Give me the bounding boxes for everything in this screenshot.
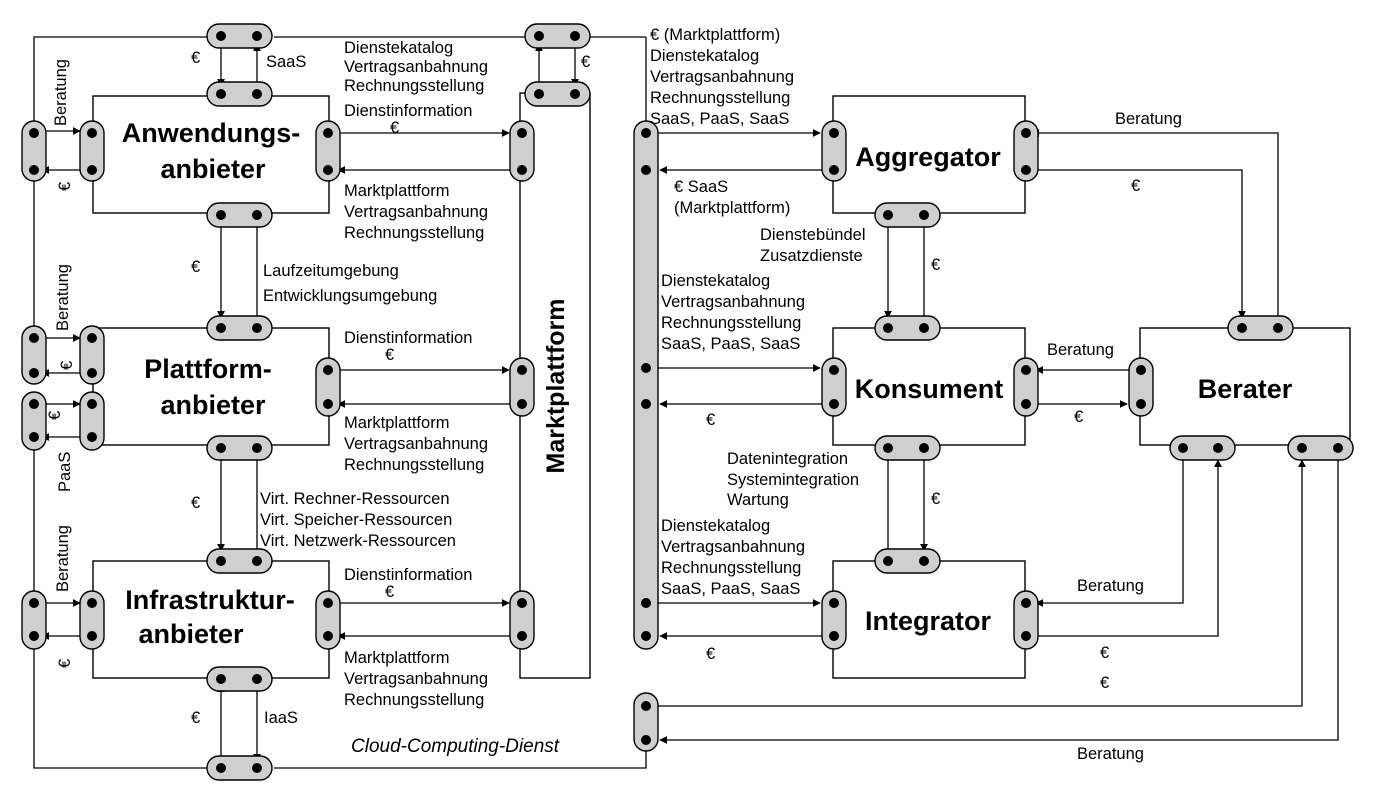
ports [21, 23, 1354, 781]
infrastrukturanbieter-title-2: anbieter [138, 619, 244, 649]
anwendungsanbieter-title-2: anbieter [160, 154, 266, 184]
saas-paas-saas-label: SaaS, PaaS, SaaS [650, 110, 789, 128]
beratung-label: Beratung [1077, 745, 1144, 763]
vertragsanbahnung-label: Vertragsanbahnung [661, 538, 805, 556]
plattformanbieter-box [92, 327, 330, 446]
connections [40, 43, 1339, 762]
vertragsanbahnung-label: Vertragsanbahnung [650, 68, 794, 86]
euro-label: € [1131, 177, 1140, 195]
euro-label: € [706, 411, 715, 429]
euro-label: € [931, 490, 940, 508]
dienstekatalog-label: Dienstekatalog [661, 517, 770, 535]
euro-label: € [46, 411, 64, 420]
integrator-title: Integrator [865, 606, 992, 636]
beratung-label: Beratung [1115, 110, 1182, 128]
laufzeitumgebung-label: Laufzeitumgebung [263, 262, 399, 280]
euro-label: € [581, 53, 590, 71]
euro-label: € [390, 119, 399, 137]
dienstebuendel-label: Dienstebündel [760, 226, 866, 244]
euro-label: € [706, 645, 715, 663]
vertragsanbahnung-label: Vertragsanbahnung [344, 670, 488, 688]
euro-label: € [191, 49, 200, 67]
dienstinformation-label: Dienstinformation [344, 329, 472, 347]
integrator-box [832, 560, 1026, 679]
euro-label: € [385, 583, 394, 601]
euro-label: € [1074, 408, 1083, 426]
beratung-label: Beratung [1047, 341, 1114, 359]
plattformanbieter-title-2: anbieter [160, 390, 266, 420]
euro-label: € [1100, 674, 1109, 692]
euro-label: € [191, 709, 200, 727]
euro-label: € [191, 494, 200, 512]
euro-label: € [385, 346, 394, 364]
virt-speicher-label: Virt. Speicher-Ressourcen [260, 511, 452, 529]
beratung-label: Beratung [54, 525, 72, 592]
saas-paas-saas-label: SaaS, PaaS, SaaS [661, 580, 800, 598]
virt-rechner-label: Virt. Rechner-Ressourcen [260, 490, 450, 508]
wartung-label: Wartung [727, 491, 789, 509]
rechnungsstellung-label: Rechnungsstellung [650, 89, 790, 107]
vertragsanbahnung-label: Vertragsanbahnung [661, 293, 805, 311]
marktplattform-label: Marktplattform [344, 649, 449, 667]
euro-marktplattform-label: € (Marktplattform) [650, 26, 780, 44]
zusatzdienste-label: Zusatzdienste [760, 247, 863, 265]
beratung-label: Beratung [52, 59, 70, 126]
virt-netzwerk-label: Virt. Netzwerk-Ressourcen [260, 532, 456, 550]
saas-paas-saas-label: SaaS, PaaS, SaaS [661, 335, 800, 353]
cloud-computing-dienst-caption: Cloud-Computing-Dienst [351, 736, 560, 757]
dienstekatalog-label: Dienstekatalog [661, 272, 770, 290]
marktplattform-title: Marktplattform [542, 298, 570, 473]
euro-label: € [56, 182, 74, 191]
infrastrukturanbieter-title-1: Infrastruktur- [125, 585, 295, 615]
euro-label: € [931, 256, 940, 274]
port-dots [29, 31, 1343, 773]
euro-label: € [1100, 644, 1109, 662]
vertragsanbahnung-label: Vertragsanbahnung [344, 203, 488, 221]
datenintegration-label: Datenintegration [727, 450, 848, 468]
euro-label: € [191, 258, 200, 276]
konsument-title: Konsument [855, 374, 1004, 404]
paas-label: PaaS [56, 452, 74, 492]
euro-saas-label: € SaaS [674, 178, 728, 196]
rechnungsstellung-label: Rechnungsstellung [344, 224, 484, 242]
plattformanbieter-title-1: Plattform- [144, 354, 272, 384]
marktplattform-paren-label: (Marktplattform) [674, 199, 790, 217]
dienstekatalog-label: Dienstekatalog [344, 39, 453, 57]
dienstekatalog-label: Dienstekatalog [650, 47, 759, 65]
berater-title: Berater [1198, 374, 1293, 404]
rechnungsstellung-label: Rechnungsstellung [344, 456, 484, 474]
dienstinformation-label: Dienstinformation [344, 566, 472, 584]
central-bus [633, 120, 659, 650]
rechnungsstellung-label: Rechnungsstellung [661, 559, 801, 577]
outer-frame [33, 36, 647, 769]
dienstinformation-label: Dienstinformation [344, 102, 472, 120]
iaas-label: IaaS [264, 709, 298, 727]
systemintegration-label: Systemintegration [727, 471, 859, 489]
euro-label: € [58, 361, 76, 370]
vertragsanbahnung-label: Vertragsanbahnung [344, 58, 488, 76]
saas-label: SaaS [266, 53, 306, 71]
beratung-label: Beratung [1077, 577, 1144, 595]
infrastrukturanbieter-box [92, 560, 330, 679]
aggregator-title: Aggregator [855, 142, 1001, 172]
entwicklungsumgebung-label: Entwicklungsumgebung [263, 287, 437, 305]
rechnungsstellung-label: Rechnungsstellung [344, 77, 484, 95]
euro-label: € [56, 659, 74, 668]
beratung-label: Beratung [54, 264, 72, 331]
rechnungsstellung-label: Rechnungsstellung [344, 691, 484, 709]
rechnungsstellung-label: Rechnungsstellung [661, 314, 801, 332]
marktplattform-label: Marktplattform [344, 414, 449, 432]
vertragsanbahnung-label: Vertragsanbahnung [344, 435, 488, 453]
marktplattform-label: Marktplattform [344, 182, 449, 200]
anwendungsanbieter-title-1: Anwendungs- [122, 118, 300, 148]
